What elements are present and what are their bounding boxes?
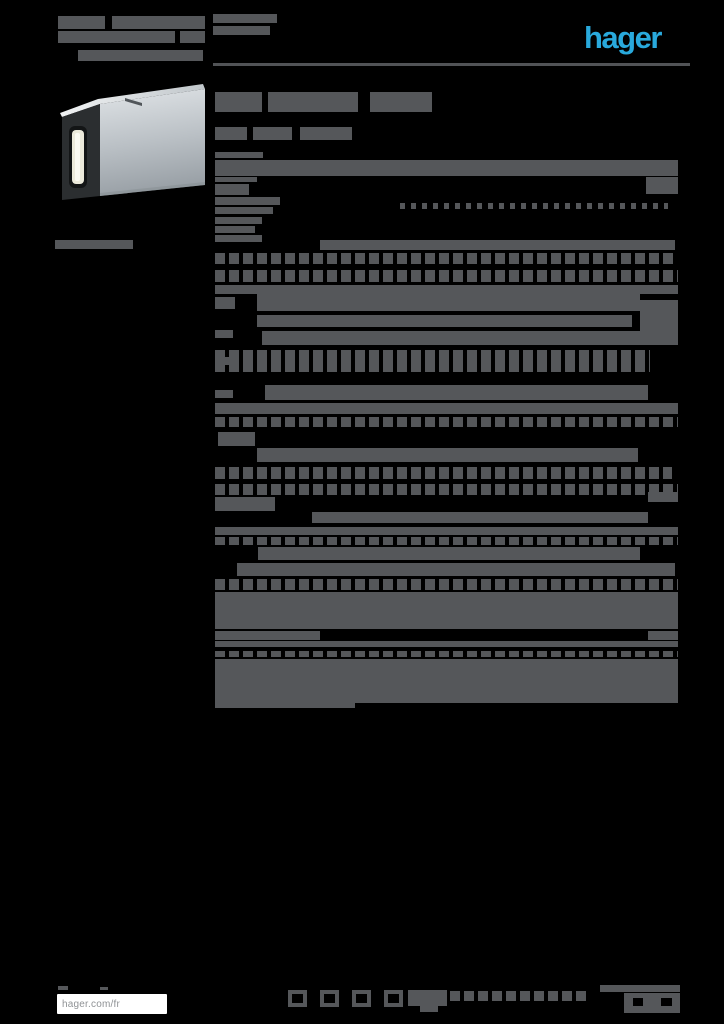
product-top-notch	[125, 98, 142, 106]
product-slot-highlight	[75, 133, 80, 181]
redacted-text-line	[215, 197, 280, 205]
redacted-text-line	[237, 563, 675, 576]
redacted-text-line	[58, 986, 68, 990]
redacted-text-line	[215, 270, 678, 282]
product-bottom-edge	[100, 182, 205, 196]
redacted-text-line	[624, 1006, 680, 1013]
redacted-text-line	[215, 350, 650, 372]
redacted-text-line	[600, 985, 680, 992]
social-icon-3[interactable]	[352, 990, 371, 1007]
redacted-text-line	[215, 390, 233, 398]
redacted-text-line	[257, 315, 632, 327]
redacted-text-line	[215, 217, 262, 224]
redacted-text-line	[215, 641, 678, 647]
redacted-text-line	[257, 448, 638, 462]
redacted-text-line	[112, 16, 205, 29]
redacted-text-line	[218, 432, 255, 446]
redacted-text-line	[215, 537, 678, 545]
social-icon-4[interactable]	[384, 990, 403, 1007]
redacted-text-line	[215, 184, 249, 195]
redacted-text-line	[320, 240, 675, 250]
redacted-text-line	[262, 331, 640, 345]
redacted-text-line	[215, 330, 233, 338]
redacted-text-line	[58, 31, 175, 43]
redacted-text-line	[213, 14, 277, 23]
redacted-text-line	[215, 207, 273, 214]
redacted-text-line	[300, 127, 352, 140]
redacted-text-line	[215, 484, 678, 495]
redacted-text-line	[400, 203, 668, 209]
redacted-text-line	[640, 300, 678, 345]
redacted-text-line	[215, 703, 355, 708]
redacted-text-line	[58, 16, 105, 29]
product-photo	[60, 84, 205, 200]
redacted-text-line	[215, 659, 678, 703]
redacted-text-line	[215, 467, 672, 479]
social-icon-2[interactable]	[320, 990, 339, 1007]
redacted-text-line	[408, 990, 447, 1006]
redacted-text-line	[258, 547, 640, 560]
redacted-text-line	[648, 492, 678, 502]
redacted-text-line	[215, 579, 678, 590]
redacted-text-line	[78, 50, 203, 61]
redacted-text-line	[215, 403, 678, 414]
redacted-text-line	[253, 127, 292, 140]
redacted-text-line	[257, 288, 640, 311]
redacted-text-line	[215, 177, 257, 182]
redacted-text-line	[312, 512, 648, 523]
redacted-text-line	[215, 160, 678, 176]
product-side-face	[100, 89, 205, 196]
redacted-text-line	[215, 297, 235, 309]
hager-logo: hager	[584, 20, 662, 55]
redacted-text-line	[55, 240, 133, 249]
redacted-text-line	[215, 127, 247, 140]
redacted-text-line	[215, 235, 262, 242]
redacted-text-line	[100, 987, 108, 990]
redacted-text-line	[265, 385, 648, 400]
redacted-text-line	[215, 631, 320, 640]
redacted-text-line	[215, 651, 678, 657]
redacted-text-line	[624, 998, 633, 1006]
redacted-text-line	[672, 998, 680, 1006]
redacted-text-line	[215, 527, 678, 535]
redacted-text-line	[215, 92, 262, 112]
redacted-text-line	[215, 417, 678, 427]
redacted-text-line	[215, 226, 255, 233]
redacted-text-line	[213, 26, 270, 35]
redacted-text-line	[215, 497, 275, 511]
redacted-text-line	[268, 92, 358, 112]
header-rule	[213, 63, 690, 66]
redacted-text-line	[643, 998, 661, 1006]
redacted-text-line	[370, 92, 432, 112]
product-top-face	[60, 84, 205, 117]
redacted-text-line	[215, 253, 675, 264]
social-icon-1[interactable]	[288, 990, 307, 1007]
redacted-text-line	[648, 631, 678, 640]
website-link-box[interactable]: hager.com/fr	[57, 994, 167, 1014]
redacted-text-line	[180, 31, 205, 43]
redacted-text-line	[624, 993, 680, 998]
website-link[interactable]: hager.com/fr	[62, 998, 120, 1010]
redacted-text-line	[215, 592, 678, 629]
redacted-text-line	[450, 991, 590, 1001]
redacted-text-line	[646, 177, 678, 194]
redacted-text-line	[215, 152, 263, 158]
redacted-text-line	[420, 1006, 438, 1012]
